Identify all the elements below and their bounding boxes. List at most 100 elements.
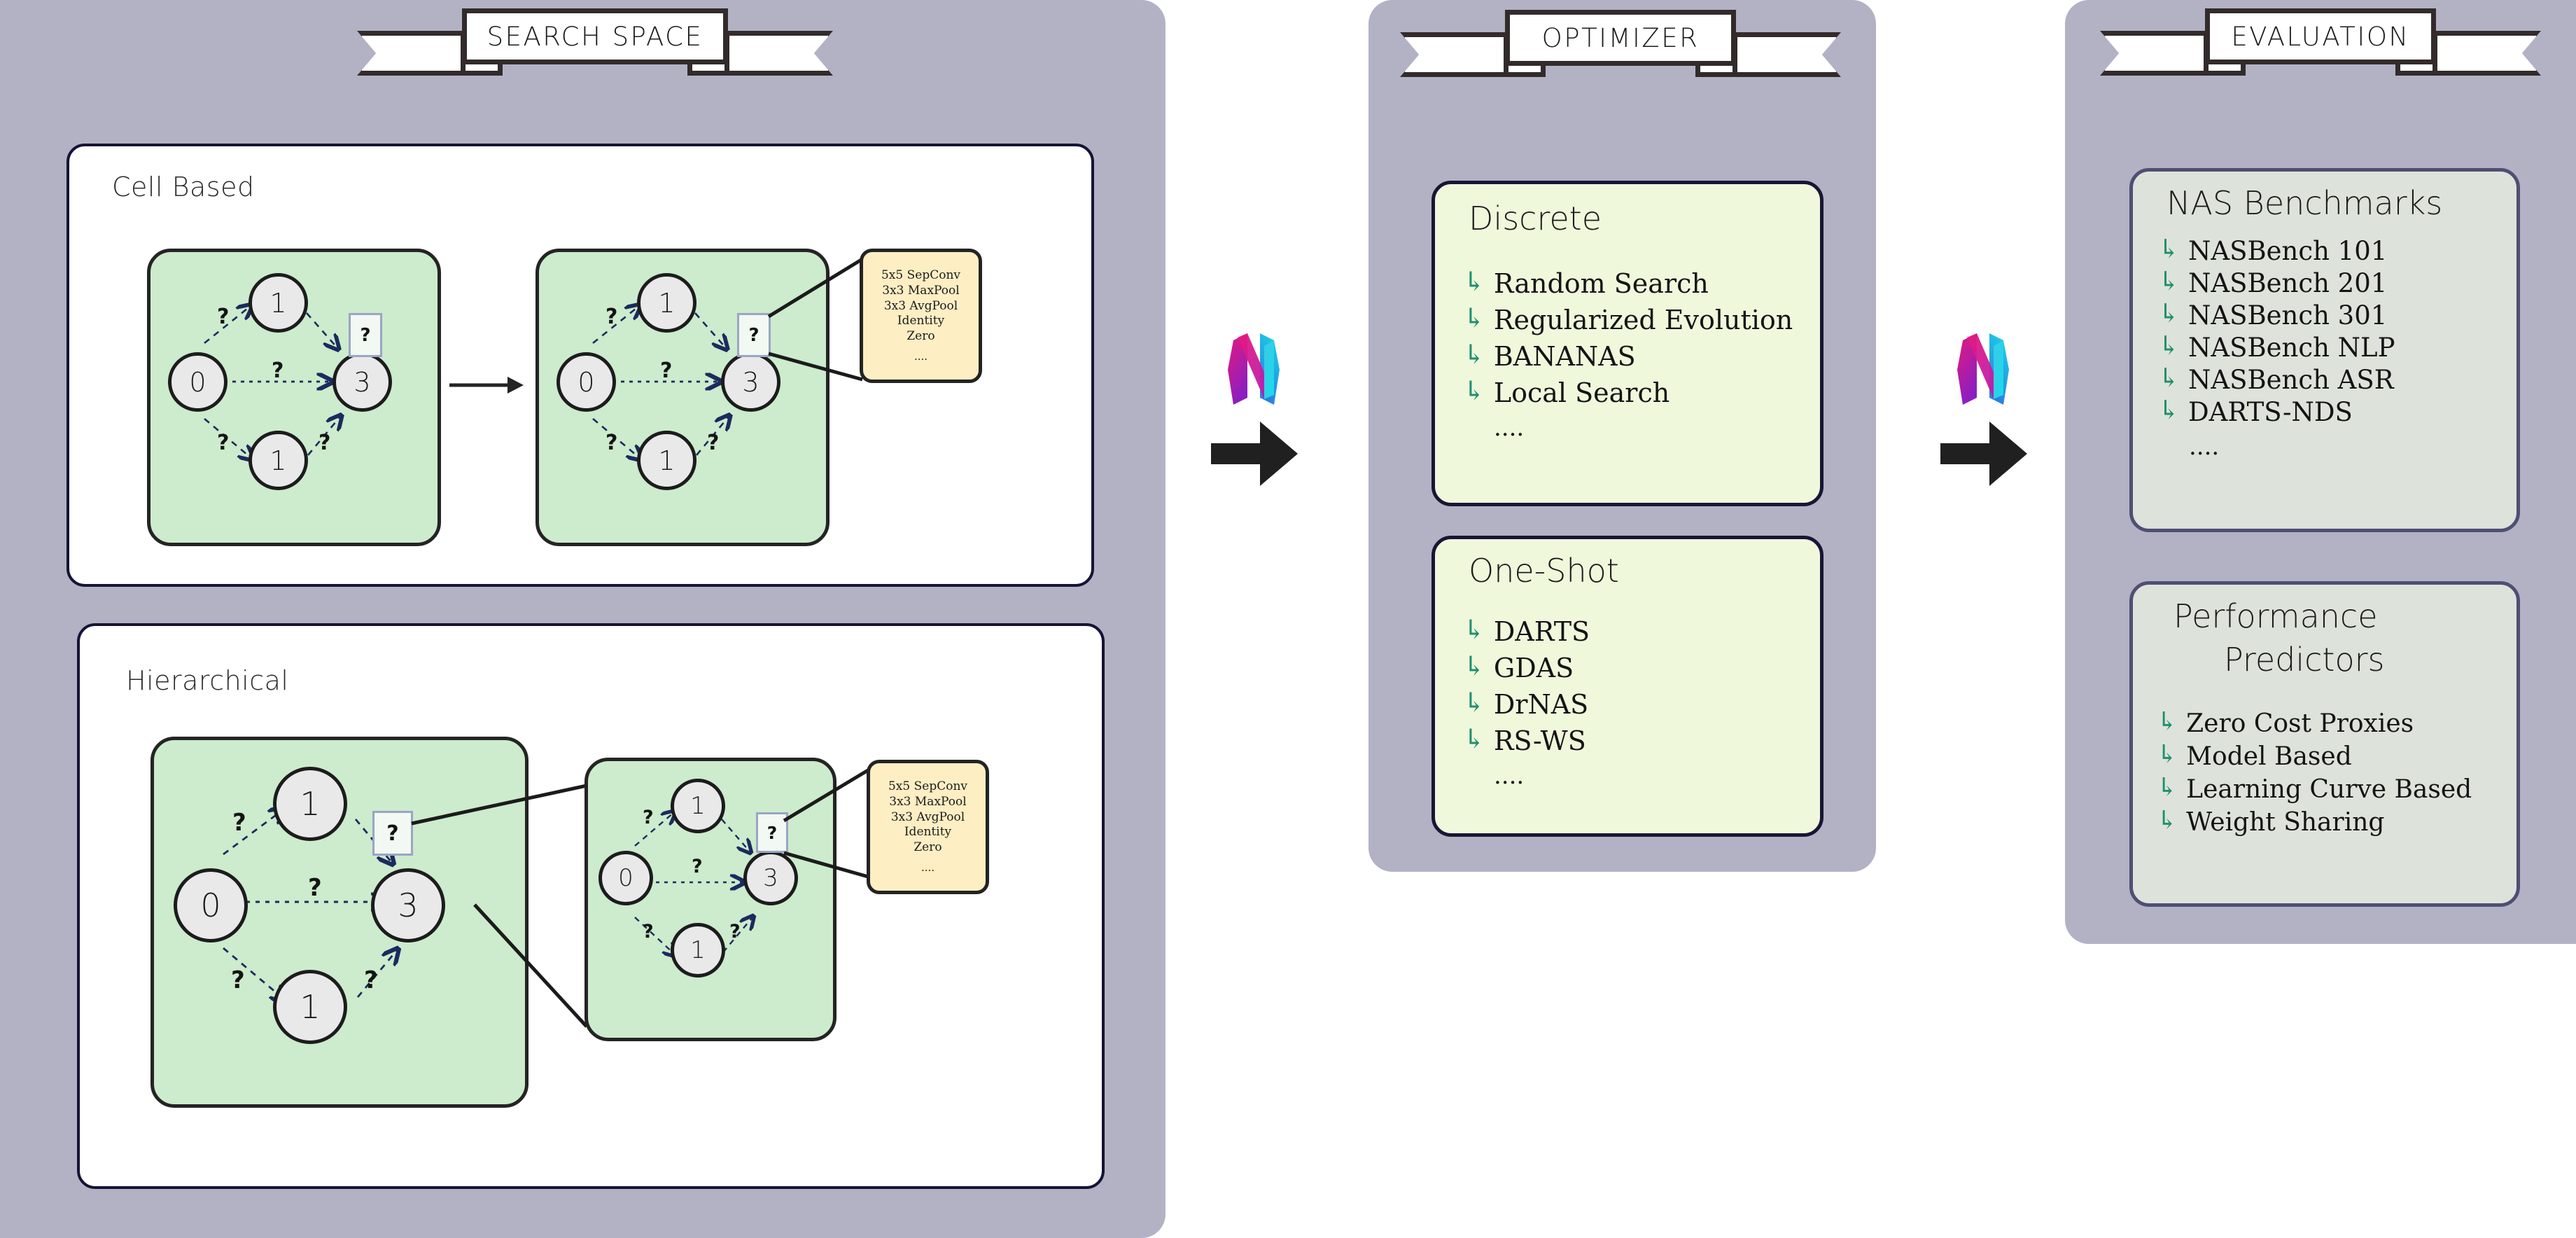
list-item[interactable]: ↳ Random Search (1463, 268, 1793, 299)
arrow-hook-icon: ↳ (2158, 298, 2180, 328)
list-item-label: NASBench 101 (2188, 236, 2388, 266)
list-item[interactable]: ↳ RS-WS (1463, 725, 1590, 756)
operation-item: 3x3 MaxPool (882, 283, 960, 298)
operation-slot[interactable]: ? (372, 811, 413, 856)
operation-item: 3x3 AvgPool (890, 809, 965, 824)
operations-tooltip: 5x5 SepConv 3x3 MaxPool 3x3 AvgPool Iden… (860, 249, 982, 383)
list-item-label: Learning Curve Based (2186, 775, 2472, 804)
list-item[interactable]: ↳ Regularized Evolution (1463, 305, 1793, 335)
operation-item: 3x3 MaxPool (889, 794, 967, 809)
optimizer-discrete-card: Discrete ↳ Random Search ↳ Regularized E… (1432, 181, 1823, 506)
ribbon-plate: OPTIMIZER (1505, 10, 1736, 66)
list-item-label: Weight Sharing (2186, 808, 2385, 837)
list-item[interactable]: ↳ DrNAS (1463, 689, 1590, 720)
ribbon-tail-right-icon (2422, 31, 2541, 76)
right-arrow-icon (1211, 420, 1298, 487)
arrow-hook-icon: ↳ (2158, 395, 2180, 425)
operation-slot[interactable]: ? (349, 313, 382, 357)
hierarchical-title: Hierarchical (126, 665, 289, 696)
arrow-hook-icon: ↳ (2157, 773, 2178, 802)
arrow-hook-icon: ↳ (2157, 707, 2178, 736)
operation-slot[interactable]: ? (756, 812, 788, 853)
list-item[interactable]: ↳ NASBench 101 (2158, 236, 2395, 266)
hier-node: 1 (273, 767, 347, 841)
list-item-label: NASBench 201 (2188, 268, 2388, 298)
list-item[interactable]: ↳ BANANAS (1463, 341, 1793, 372)
hier-inner-node: 0 (598, 851, 653, 905)
list-item-label: Random Search (1493, 268, 1709, 299)
edge-unknown-label: ? (272, 359, 284, 383)
cell-node: 0 (556, 352, 616, 412)
one-shot-title: One-Shot (1469, 552, 1619, 590)
operation-slot[interactable]: ? (737, 313, 771, 357)
discrete-title: Discrete (1469, 200, 1602, 237)
list-ellipsis: .... (1494, 762, 1525, 790)
arrow-hook-icon: ↳ (1463, 266, 1485, 297)
arrow-hook-icon: ↳ (2157, 740, 2178, 769)
list-item[interactable]: ↳ Local Search (1463, 377, 1793, 408)
ribbon-tail-left-icon (357, 31, 476, 76)
arrow-hook-icon: ↳ (2157, 806, 2178, 835)
list-ellipsis: .... (2189, 433, 2220, 461)
edge-unknown-label: ? (232, 809, 246, 837)
cell-node: 0 (168, 352, 227, 412)
list-item-label: NASBench NLP (2188, 333, 2395, 363)
list-item[interactable]: ↳ Weight Sharing (2157, 808, 2472, 837)
ribbon-plate: SEARCH SPACE (462, 8, 728, 64)
operations-tooltip: 5x5 SepConv 3x3 MaxPool 3x3 AvgPool Iden… (867, 760, 989, 894)
arrow-hook-icon: ↳ (1463, 687, 1485, 718)
operations-ellipsis: .... (913, 349, 928, 363)
naslib-logo (1224, 331, 1284, 408)
list-item-label: Zero Cost Proxies (2186, 709, 2414, 738)
list-item[interactable]: ↳ Zero Cost Proxies (2157, 707, 2472, 739)
search-space-banner: SEARCH SPACE (357, 8, 833, 76)
edge-unknown-label: ? (231, 966, 245, 994)
hier-inner-node: 1 (671, 779, 725, 833)
list-item[interactable]: ↳ NASBench 301 (2158, 300, 2395, 331)
operation-item: Identity (897, 314, 945, 328)
edge-unknown-label: ? (318, 431, 331, 455)
list-item[interactable]: ↳ DARTS-NDS (2158, 397, 2395, 427)
arrow-hook-icon: ↳ (2158, 331, 2180, 361)
hier-node: 3 (371, 868, 445, 943)
list-item[interactable]: ↳ NASBench ASR (2158, 365, 2395, 395)
hier-node: 0 (174, 868, 248, 943)
cell-graph-left-edges (190, 249, 434, 539)
operation-item: 3x3 AvgPool (883, 298, 958, 313)
list-item-label: NASBench ASR (2188, 365, 2394, 395)
list-item[interactable]: ↳ Model Based (2157, 740, 2472, 772)
arrow-hook-icon: ↳ (1463, 614, 1485, 645)
nas-benchmarks-title: NAS Benchmarks (2166, 184, 2443, 222)
hier-node: 1 (273, 970, 347, 1044)
cell-based-title: Cell Based (112, 172, 255, 202)
arrow-hook-icon: ↳ (2158, 266, 2180, 296)
list-item-label: DARTS (1493, 616, 1590, 647)
list-item[interactable]: ↳ GDAS (1463, 653, 1590, 683)
arrow-hook-icon: ↳ (1463, 339, 1485, 370)
edge-unknown-label: ? (692, 856, 703, 877)
list-item[interactable]: ↳ DARTS (1463, 616, 1590, 647)
operations-callout-lines (783, 768, 869, 879)
arrow-hook-icon: ↳ (1463, 302, 1485, 333)
operation-item: 5x5 SepConv (881, 268, 960, 283)
list-item-label: DrNAS (1493, 689, 1589, 720)
edge-unknown-label: ? (606, 305, 618, 329)
edge-unknown-label: ? (217, 431, 230, 455)
nas-benchmarks-card: NAS Benchmarks ↳ NASBench 101 ↳ NASBench… (2129, 168, 2520, 532)
arrow-hook-icon: ↳ (1463, 723, 1485, 754)
performance-predictors-card: Performance Predictors ↳ Zero Cost Proxi… (2129, 581, 2520, 907)
list-item[interactable]: ↳ NASBench 201 (2158, 268, 2395, 298)
list-item[interactable]: ↳ NASBench NLP (2158, 333, 2395, 363)
search-space-banner-label: SEARCH SPACE (486, 21, 704, 52)
list-item[interactable]: ↳ Learning Curve Based (2157, 773, 2472, 805)
edge-unknown-label: ? (660, 359, 673, 383)
operation-item: Zero (913, 840, 942, 855)
ribbon-tail-right-icon (1722, 32, 1841, 77)
list-item-label: Local Search (1493, 377, 1670, 408)
list-item-label: Model Based (2186, 742, 2352, 771)
ribbon-tail-left-icon (2100, 31, 2219, 76)
edge-unknown-label: ? (729, 921, 741, 943)
hier-inner-node: 1 (671, 923, 725, 978)
cell-graph-right-edges (579, 249, 822, 539)
arrow-hook-icon: ↳ (1463, 375, 1485, 406)
